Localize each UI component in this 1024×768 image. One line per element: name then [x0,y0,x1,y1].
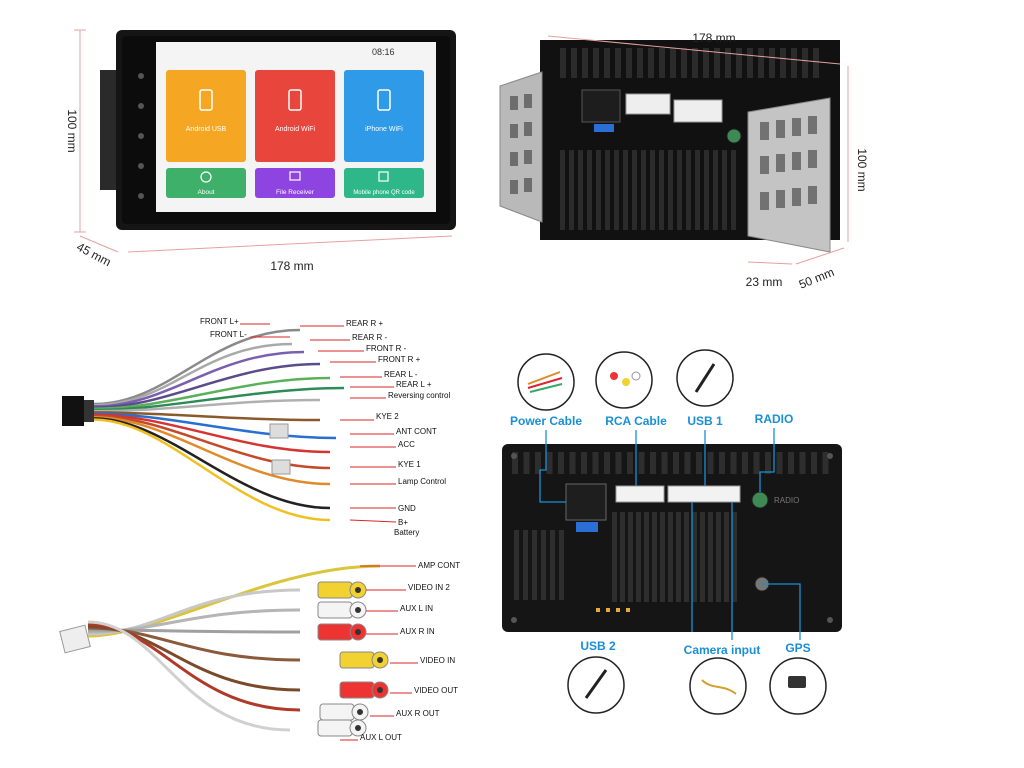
tile-file-receiver[interactable] [255,168,335,198]
dim-label-back-height: 100 mm [855,148,869,191]
dim-label-height: 100 mm [65,109,79,152]
dim-line-depth [79,235,119,253]
callout-radio: RADIO [755,412,794,426]
rear-fins [560,48,819,230]
dim-label-width: 178 mm [270,259,313,273]
screen-time: 08:16 [372,47,395,57]
label-video-in: VIDEO IN [420,656,455,665]
tile-label: About [198,189,215,196]
left-mount-bracket [499,71,543,223]
qr-icon [378,171,389,182]
screen-tiles: Android USB Android WiFi iPhone WiFi Abo… [166,70,424,198]
label-acc: ACC [398,440,415,449]
rca-connector [625,93,671,115]
label-kye1: KYE 1 [398,460,421,469]
label-aux-r-in: AUX R IN [400,627,435,636]
rca-plugs [317,581,389,737]
dim-label-back-width: 178 mm [692,31,735,45]
wiring-harness: FRONT L+ FRONT L- REAR R + REAR R - FRON… [62,317,450,537]
side-buttons [138,73,144,199]
label-aux-l-in: AUX L IN [400,604,433,613]
label-reversing-control: Reversing control [388,391,450,400]
harness-leader-lines [240,323,397,523]
callout-usb-2: USB 2 [580,639,616,653]
tile-iphone-wifi[interactable] [344,70,424,162]
radio-port [751,491,769,509]
front-view: 08:16 Android USB Android WiFi iPhone Wi… [65,29,456,273]
harness-wires [93,328,345,522]
folder-icon [289,171,301,181]
power-connector [581,89,621,123]
tile-label: Mobile phone QR code [353,190,415,196]
label-kye2: KYE 2 [376,412,399,421]
fuse [594,124,614,132]
label-aux-r-out: AUX R OUT [396,709,440,718]
usb-connector [673,99,723,123]
label-front-r-minus: FRONT R - [366,344,407,353]
dim-label-back-depth2: 50 mm [797,265,836,292]
tile-label: File Receiver [276,189,315,196]
label-lamp-control: Lamp Control [398,477,446,486]
harness-plug [62,396,84,426]
label-aux-l-out: AUX L OUT [360,733,402,742]
label-ant-cont: ANT CONT [396,427,437,436]
rear-ports-panel: Power Cable RCA Cable USB 1 RADIO RADIO [502,349,842,715]
rca-port [615,485,665,503]
dim-line-width [127,235,453,253]
dim-line-back-width [547,35,841,65]
tile-label: Android USB [186,126,227,133]
phone-icon [288,89,302,111]
phone-icon [199,89,213,111]
label-rear-r-plus: REAR R + [346,319,383,328]
label-b-plus: B+ [398,518,408,527]
dim-label-depth: 45 mm [74,240,113,270]
rear-panel-fins [512,452,829,602]
radio-socket [726,128,742,144]
tile-label: Android WiFi [275,126,316,133]
callout-gps: GPS [785,641,810,655]
rca-leader-lines [340,565,418,741]
fuse-port [576,522,598,532]
tile-qr-code[interactable] [344,168,424,198]
rca-wires [87,564,381,732]
harness-clip [269,423,289,439]
radio-embossed-text: RADIO [774,496,799,505]
rca-harness-plug [59,624,91,654]
label-rear-r-minus: REAR R - [352,333,387,342]
callout-camera-input: Camera input [684,643,761,657]
back-view: 178 mm 100 mm 23 mm 50 mm [499,31,869,292]
tile-android-wifi[interactable] [255,70,335,162]
harness-clip [271,459,291,475]
label-front-r-plus: FRONT R + [378,355,421,364]
dim-label-back-depth1: 23 mm [746,275,783,289]
usb-port [667,485,741,503]
tile-about[interactable] [166,168,246,198]
label-video-out: VIDEO OUT [414,686,458,695]
rca-harness: AMP CONT VIDEO IN 2 AUX L IN AUX R IN VI… [59,561,460,742]
dim-line-back-depth2 [795,247,845,265]
callout-lines [539,428,801,640]
label-video-in-2: VIDEO IN 2 [408,583,450,592]
callout-usb-1: USB 1 [687,414,723,428]
right-mount-bracket [747,97,831,253]
label-battery: Battery [394,528,419,537]
callout-rca-cable: RCA Cable [605,414,667,428]
label-rear-l-minus: REAR L - [384,370,418,379]
tile-android-usb[interactable] [166,70,246,162]
dim-line-back-depth1 [747,261,793,265]
callout-power-cable: Power Cable [510,414,582,428]
label-amp-cont: AMP CONT [418,561,460,570]
info-icon [200,171,212,183]
phone-icon [377,89,391,111]
power-port [565,483,607,521]
label-front-l-plus: FRONT L+ [200,317,239,326]
label-rear-l-plus: REAR L + [396,380,432,389]
tile-label: iPhone WiFi [365,126,403,133]
label-front-l-minus: FRONT L- [210,330,247,339]
label-gnd: GND [398,504,416,513]
